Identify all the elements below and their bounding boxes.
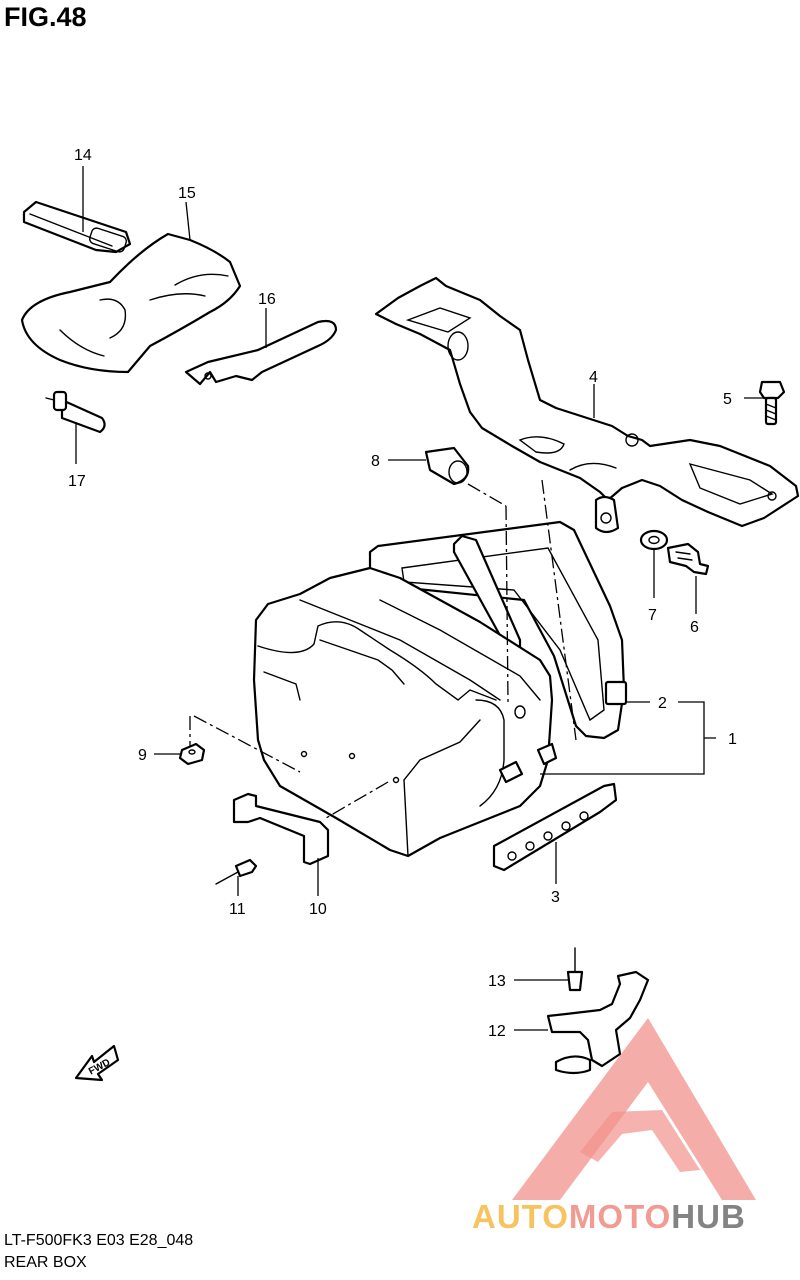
watermark-moto: MOTO	[569, 1198, 671, 1235]
callout-10: 10	[309, 901, 327, 918]
part-15-cover[interactable]	[20, 232, 242, 374]
callout-6: 6	[690, 619, 699, 636]
part-2-lid-frame[interactable]	[368, 520, 628, 740]
callout-7: 7	[648, 607, 657, 624]
section-name: REAR BOX	[4, 1254, 87, 1271]
callout-11: 11	[229, 901, 246, 918]
part-11-rivet[interactable]	[215, 858, 258, 885]
watermark-auto: AUTO	[472, 1198, 569, 1235]
callout-2: 2	[658, 695, 667, 712]
callout-15: 15	[178, 185, 196, 202]
callout-13: 13	[488, 973, 506, 990]
leader-lines	[75, 166, 764, 1031]
svg-text:AUTOMOTOHUB: AUTOMOTOHUB	[472, 1198, 746, 1235]
callout-16: 16	[258, 291, 276, 308]
callout-3: 3	[551, 889, 560, 906]
part-5-bolt[interactable]	[758, 380, 786, 426]
callout-1: 1	[728, 731, 737, 748]
part-4-bracket[interactable]	[374, 276, 800, 534]
callout-4: 4	[589, 369, 598, 386]
part-10-bracket[interactable]	[232, 792, 330, 866]
part-3-strip[interactable]	[492, 782, 618, 872]
watermark-hub: HUB	[671, 1198, 746, 1235]
watermark-logo-icon	[512, 1018, 756, 1200]
part-16-plate[interactable]	[184, 319, 338, 386]
figure-title: FIG.48	[4, 2, 87, 32]
callout-labels: 14 15 16 17 4 5 8 7 6 2 1 9 3 11 10 13 1…	[68, 147, 737, 1040]
part-8-collar[interactable]	[424, 446, 470, 486]
part-14-strap[interactable]	[22, 200, 132, 254]
callout-12: 12	[488, 1023, 506, 1040]
callout-9: 9	[138, 747, 147, 764]
automotohub-watermark: AUTOMOTOHUB	[472, 1018, 756, 1235]
callout-8: 8	[371, 453, 380, 470]
part-13-rivet[interactable]	[566, 947, 584, 992]
part-17-plug[interactable]	[45, 390, 106, 434]
part-12-clamp[interactable]	[546, 970, 650, 1075]
part-9-nut[interactable]	[178, 742, 206, 766]
callout-5: 5	[723, 391, 732, 408]
part-6-bolt[interactable]	[666, 542, 710, 576]
model-code: LT-F500FK3 E03 E28_048	[4, 1232, 194, 1249]
callout-14: 14	[74, 147, 92, 164]
fwd-arrow-icon: FWD	[74, 1044, 120, 1082]
callout-17: 17	[68, 473, 86, 490]
part-1-rear-box[interactable]	[252, 566, 558, 858]
part-7-washer[interactable]	[639, 529, 669, 551]
